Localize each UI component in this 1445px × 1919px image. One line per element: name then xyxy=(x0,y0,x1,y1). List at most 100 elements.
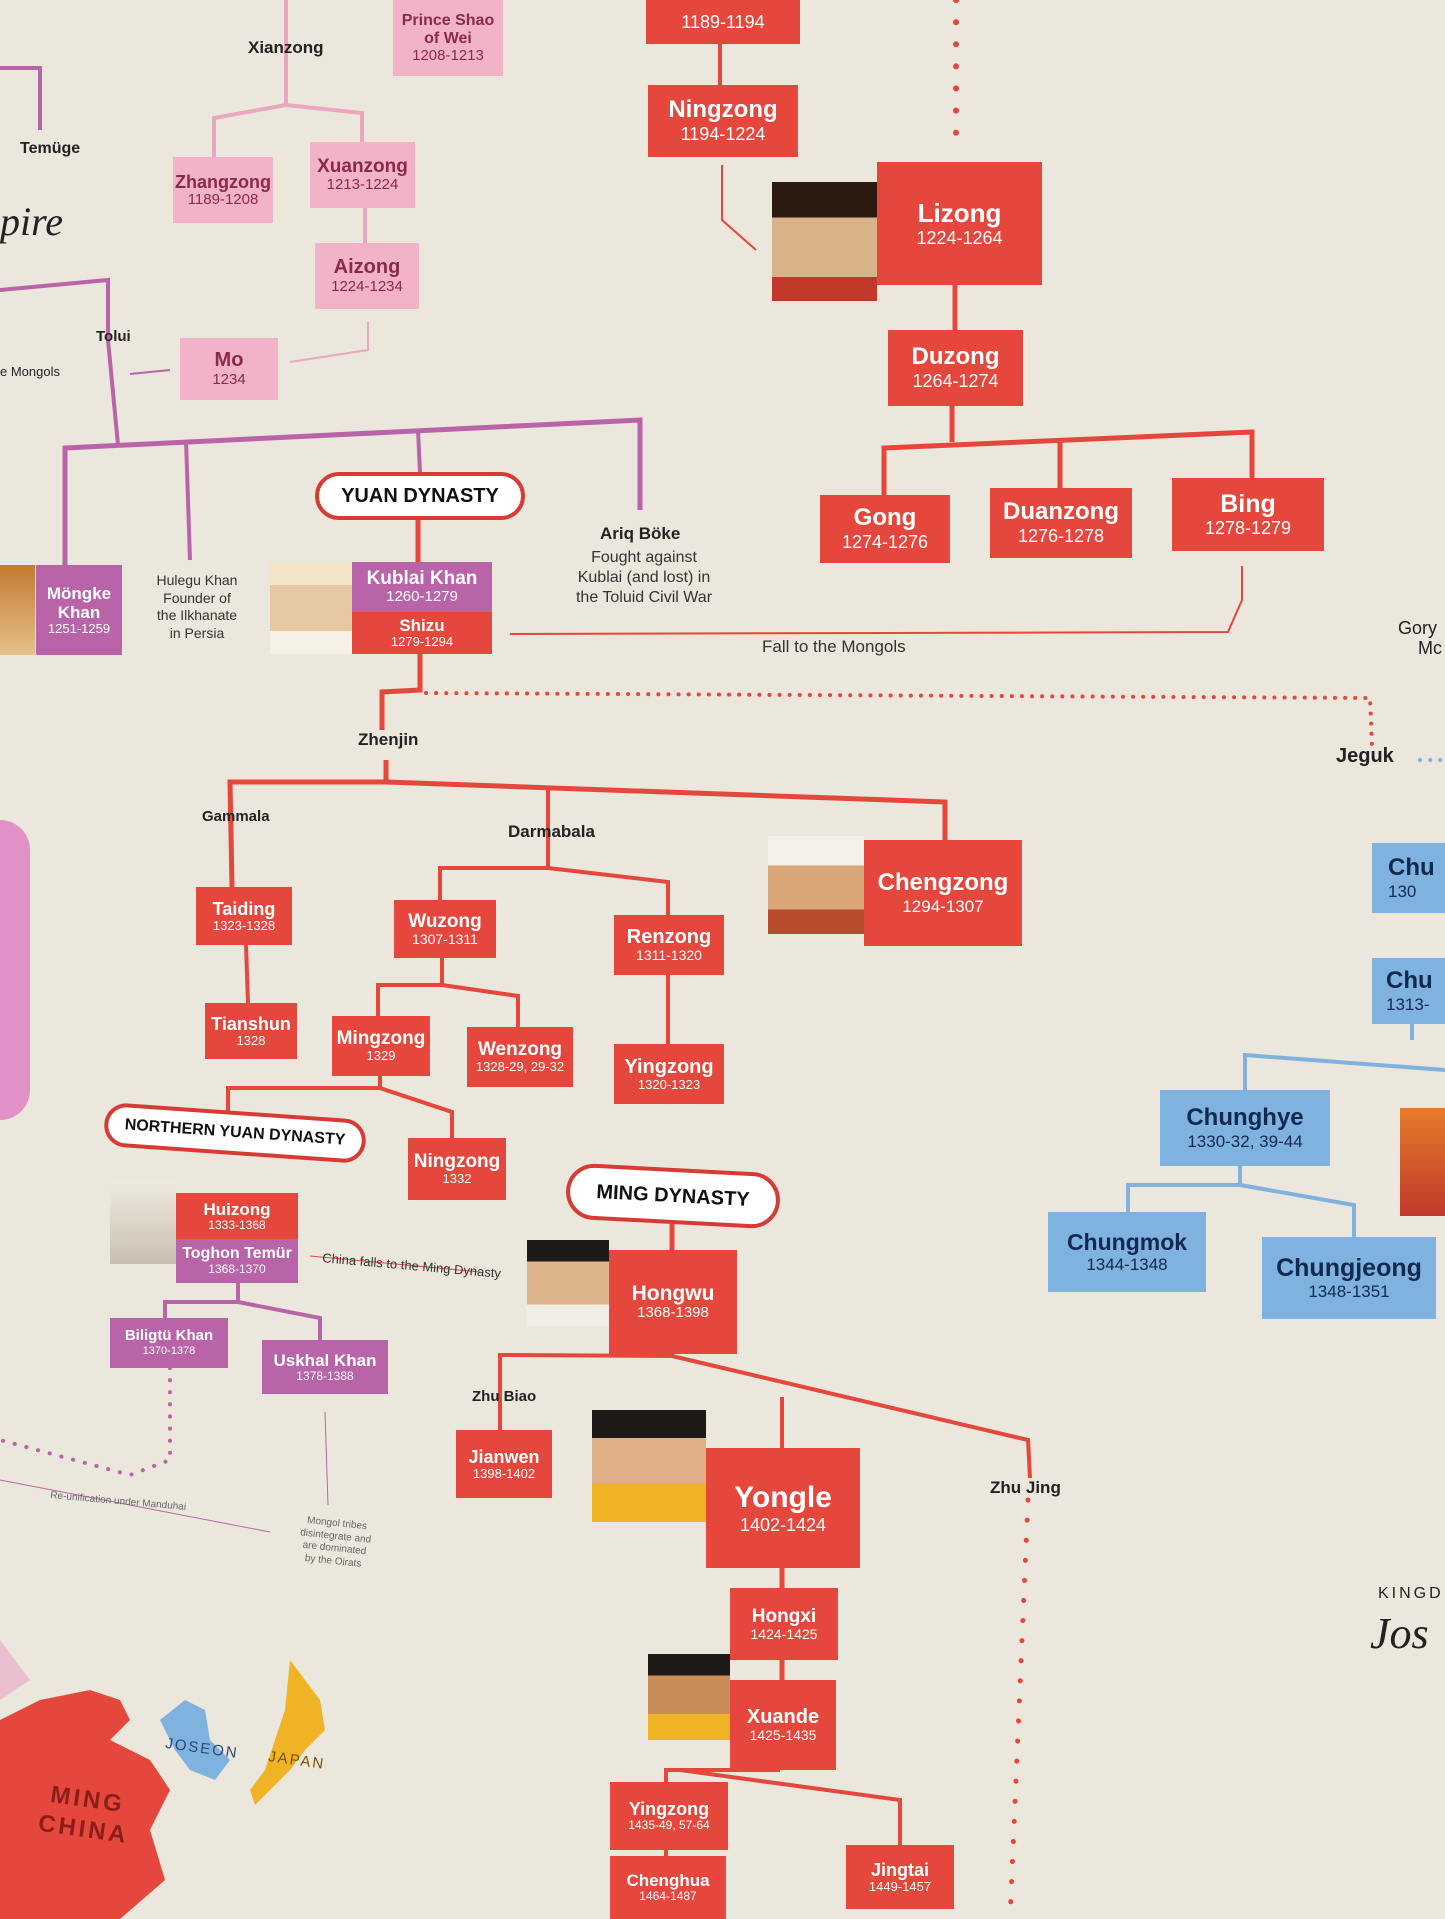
line-shizu-zhenjin xyxy=(379,654,423,730)
line-wuzong xyxy=(376,958,444,1016)
line-hulegu xyxy=(184,439,192,561)
line-renzong xyxy=(547,866,670,915)
yuan-dynasty-badge: YUAN DYNASTY xyxy=(315,472,525,520)
line-mingzong xyxy=(226,1076,382,1111)
portrait-huizong xyxy=(110,1182,176,1264)
note-fall-to-mongols: Fall to the Mongols xyxy=(762,637,906,656)
portrait-hongwu xyxy=(527,1240,609,1326)
line-goryeo-top xyxy=(1243,1052,1445,1090)
line-huizong-2 xyxy=(237,1300,322,1340)
note-hulegu: Hulegu Khan Founder of the Ilkhanate in … xyxy=(156,572,238,641)
arrow-china-falls xyxy=(309,1255,481,1273)
line-reunification-dotted xyxy=(0,1366,172,1478)
label-darmabala: Darmabala xyxy=(508,822,595,841)
portrait-yongle xyxy=(592,1410,706,1522)
line-reunification-note xyxy=(0,1479,271,1533)
label-empire-fragment: pire xyxy=(0,199,63,244)
line-zhenjin-children xyxy=(227,760,389,888)
note-mongol-tribes: Mongol tribes disintegrate and are domin… xyxy=(299,1514,372,1570)
label-zhu-biao: Zhu Biao xyxy=(472,1388,537,1405)
label-kingdom-fragment: KINGD xyxy=(1378,1585,1444,1602)
label-temuge: Temüge xyxy=(20,140,81,157)
ming-dynasty-badge: MING DYNASTY xyxy=(564,1162,782,1230)
line-zhu-jing xyxy=(671,1354,1032,1479)
line-zhu-jing-dotted xyxy=(1007,1497,1031,1919)
portrait-chengzong xyxy=(768,836,864,934)
line-tolui xyxy=(0,277,120,446)
portrait-xuande xyxy=(648,1654,730,1740)
label-jeguk: Jeguk xyxy=(1336,745,1394,767)
line-jin-2 xyxy=(285,103,364,142)
map-strip xyxy=(0,820,30,1120)
line-chengzong xyxy=(385,779,948,840)
line-huizong-1 xyxy=(163,1283,240,1318)
label-zhu-jing: Zhu Jing xyxy=(990,1478,1061,1497)
label-tolui: Tolui xyxy=(96,328,131,345)
arrow-ningzong-lizong xyxy=(721,165,757,251)
line-temuge xyxy=(0,66,42,130)
line-yingzong-ming xyxy=(664,1768,780,1782)
arrow-uskhal-tribes xyxy=(324,1411,329,1506)
line-yuan-goryeo-dotted xyxy=(424,691,1374,747)
note-ariq-boke: Fought against Kublai (and lost) in the … xyxy=(575,549,713,606)
line-darmabala xyxy=(438,790,550,900)
line-song-children xyxy=(881,429,1255,495)
arrow-aizong-mo xyxy=(289,322,369,363)
portrait-mongke xyxy=(0,565,35,655)
line-chunghye-2 xyxy=(1239,1183,1356,1237)
label-mongols-fragment: e Mongols xyxy=(0,364,60,379)
label-zhenjin: Zhenjin xyxy=(358,730,419,749)
line-jingtai xyxy=(679,1768,902,1845)
label-gammala: Gammala xyxy=(202,808,270,825)
line-tianshun xyxy=(244,944,250,1004)
label-mc-fragment: Mc xyxy=(1418,638,1442,658)
label-joseon-fragment: Jos xyxy=(1370,1609,1429,1658)
node-guangzong: 1189-1194 xyxy=(646,0,800,44)
line-mo-link xyxy=(129,369,171,375)
label-xianzong: Xianzong xyxy=(248,38,324,57)
asia-map xyxy=(0,1640,325,1919)
label-ariq-boke: Ariq Böke xyxy=(600,524,681,543)
line-chunghye-1 xyxy=(1126,1166,1242,1212)
line-tolui-children xyxy=(62,417,643,565)
line-ningzong-yuan xyxy=(379,1086,454,1138)
portrait-kublai xyxy=(270,562,352,654)
